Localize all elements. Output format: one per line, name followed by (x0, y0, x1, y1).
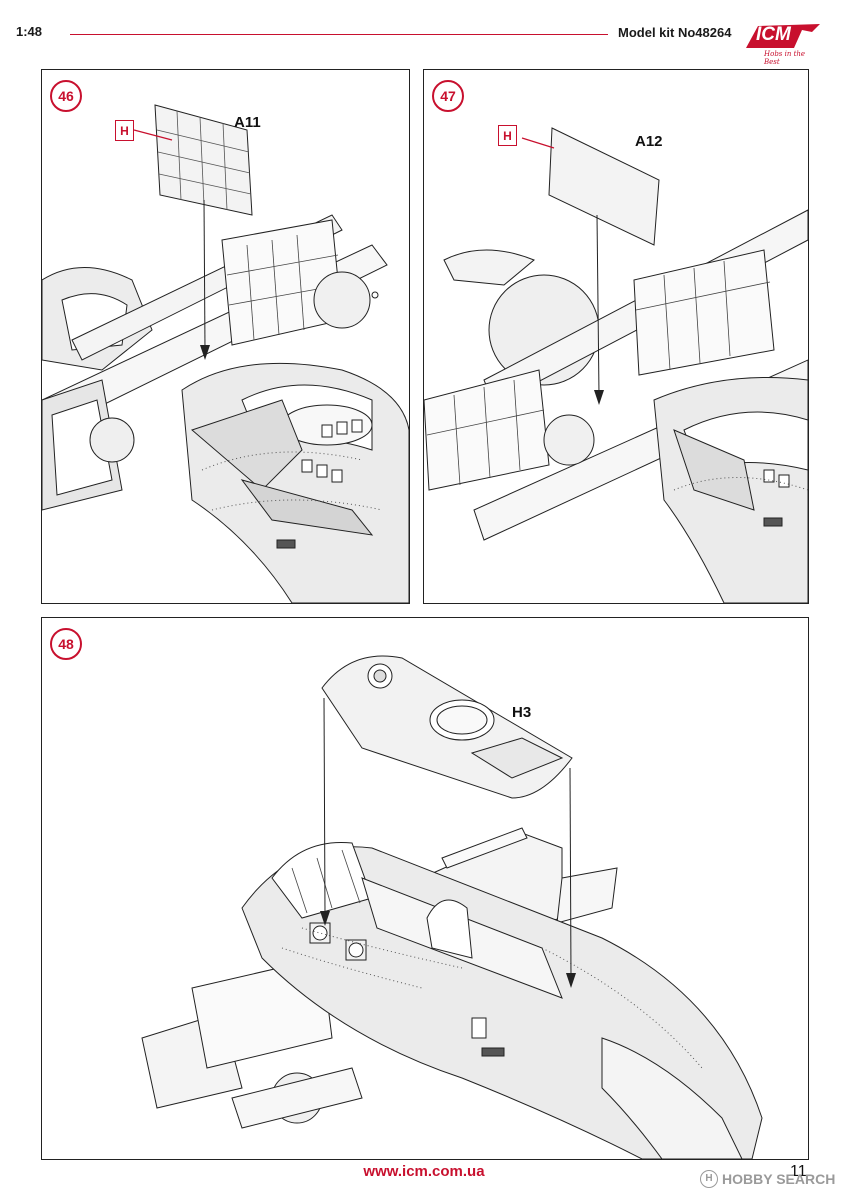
step-46-sprue-h: H (115, 120, 134, 141)
header-rule (70, 34, 608, 35)
footer-website-url: www.icm.com.ua (363, 1163, 485, 1180)
page-number: 11 (790, 1163, 807, 1180)
step-47-illustration (424, 127, 808, 603)
logo-tagline: Hobs in the Best (764, 50, 806, 66)
step-46-part-label: A11 (234, 114, 261, 131)
step-48-illustration (141, 655, 763, 1159)
logo-swoosh-icon (746, 24, 820, 48)
watermark-text: HOBBY SEARCH (722, 1171, 836, 1187)
step-46-panel: 46 H A11 (41, 69, 410, 604)
step-48-badge: 48 (50, 628, 82, 660)
watermark-h-icon: H (700, 1170, 718, 1188)
step-48-part-label: H3 (512, 704, 532, 721)
hobby-search-watermark: H HOBBY SEARCH (700, 1170, 835, 1188)
step-48-panel: 48 H3 (41, 617, 809, 1160)
step-46-illustration (42, 104, 409, 603)
step-47-badge: 47 (432, 80, 464, 112)
step-47-sprue-h: H (498, 125, 517, 146)
model-kit-number: Model kit No48264 (618, 25, 732, 40)
step-46-badge: 46 (50, 80, 82, 112)
logo-brand-text: ICM (756, 24, 791, 45)
icm-logo: ICM Hobs in the Best (742, 16, 822, 66)
scale-label: 1:48 (16, 24, 43, 39)
step-47-part-label: A12 (635, 133, 663, 150)
step-47-panel: 47 H A12 (423, 69, 809, 604)
